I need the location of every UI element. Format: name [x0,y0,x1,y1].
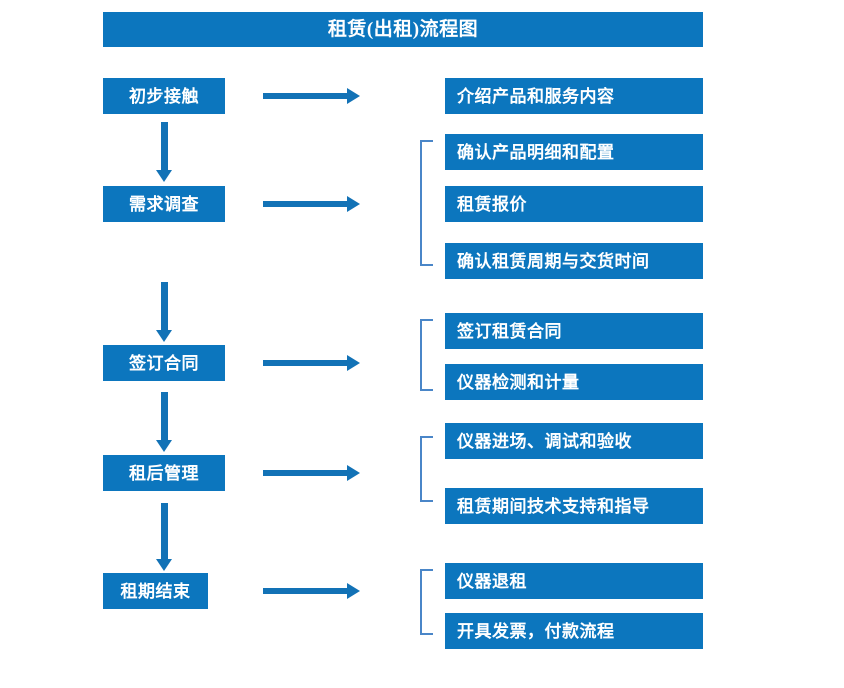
detail-box-rental-quotation[interactable]: 租赁报价 [445,186,703,222]
detail-box-confirm-product-spec-config[interactable]: 确认产品明细和配置 [445,134,703,170]
stage-box-lease-end[interactable]: 租期结束 [103,573,208,609]
stage-box-sign-contract[interactable]: 签订合同 [103,345,225,381]
bracket-lease-end-group [420,569,433,635]
detail-box-instrument-entry-commissioning-acceptance[interactable]: 仪器进场、调试和验收 [445,423,703,459]
stage-box-initial-contact[interactable]: 初步接触 [103,78,225,114]
bracket-post-rental-group [420,436,433,502]
arrow-down-sign-contract-to-post-rental [155,392,173,454]
detail-box-rental-period-technical-support[interactable]: 租赁期间技术支持和指导 [445,488,703,524]
arrow-right-needs-survey [263,195,360,213]
arrow-down-initial-contact-to-needs-survey [155,122,173,184]
detail-box-confirm-rental-period-delivery[interactable]: 确认租赁周期与交货时间 [445,243,703,279]
arrow-down-post-rental-to-lease-end [155,503,173,573]
arrow-down-needs-survey-to-sign-contract [155,282,173,344]
stage-box-post-rental-management[interactable]: 租后管理 [103,455,225,491]
detail-box-sign-rental-contract[interactable]: 签订租赁合同 [445,313,703,349]
detail-box-instrument-return[interactable]: 仪器退租 [445,563,703,599]
arrow-right-sign-contract [263,354,360,372]
arrow-right-initial-contact [263,87,360,105]
arrow-right-lease-end [263,582,360,600]
stage-box-needs-survey[interactable]: 需求调查 [103,186,225,222]
detail-box-introduce-products-services[interactable]: 介绍产品和服务内容 [445,78,703,114]
bracket-sign-contract-group [420,319,433,391]
detail-box-invoice-payment-process[interactable]: 开具发票，付款流程 [445,613,703,649]
arrow-right-post-rental [263,464,360,482]
detail-box-instrument-inspection-metering[interactable]: 仪器检测和计量 [445,364,703,400]
diagram-title: 租赁(出租)流程图 [103,12,703,47]
bracket-needs-survey-group [420,140,433,266]
